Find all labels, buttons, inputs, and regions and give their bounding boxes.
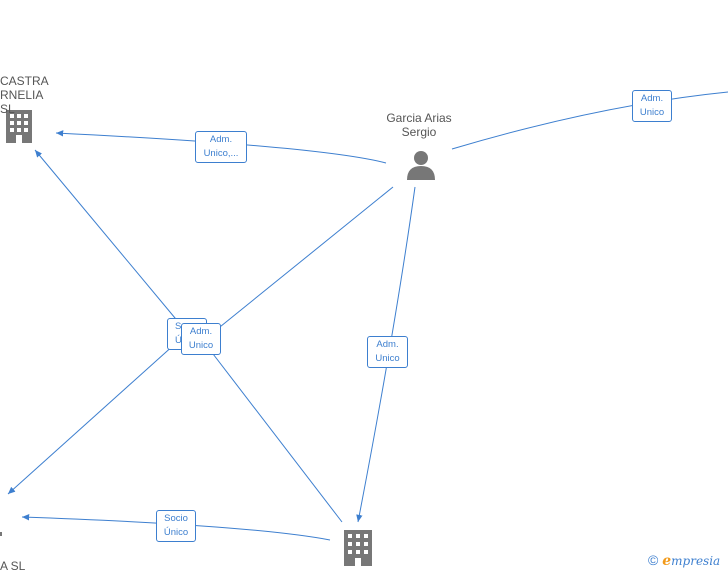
node-label-person[interactable]: Garcia Arias Sergio xyxy=(386,111,452,139)
node-label-top-left-company[interactable]: CASTRA RNELIA SL xyxy=(0,74,49,116)
edge-label-center-front[interactable]: Adm. Unico xyxy=(181,323,221,355)
edge-bottom-center-to-bottom-left-company xyxy=(21,514,331,541)
edge-person-to-top-left-company xyxy=(55,130,387,164)
edge-person-to-offscreen xyxy=(451,91,728,150)
edge-label-person-to-bottom[interactable]: Adm. Unico xyxy=(367,336,408,368)
edge-hub-to-bottom-left-company xyxy=(7,334,186,495)
edge-label-top-right[interactable]: Adm. Unico xyxy=(632,90,672,122)
edge-hub-to-bottom-center-company xyxy=(209,349,343,523)
empresia-watermark: © empresia xyxy=(648,552,720,569)
brand-initial: e xyxy=(662,553,672,569)
building-icon[interactable] xyxy=(6,110,32,143)
building-icon-fragment xyxy=(0,532,2,536)
node-label-bottom-left-company[interactable]: A SL xyxy=(0,559,26,573)
edge-person-to-hub xyxy=(209,186,394,336)
edge-label-person-to-top-left[interactable]: Adm. Unico,... xyxy=(195,131,247,163)
building-icon[interactable] xyxy=(344,530,372,566)
copyright-symbol: © xyxy=(648,552,659,568)
person-icon[interactable] xyxy=(407,151,435,180)
brand-name: mpresia xyxy=(671,554,721,568)
edge-label-bottom-socio[interactable]: Socio Único xyxy=(156,510,196,542)
edge-hub-to-top-left-company xyxy=(34,149,186,331)
